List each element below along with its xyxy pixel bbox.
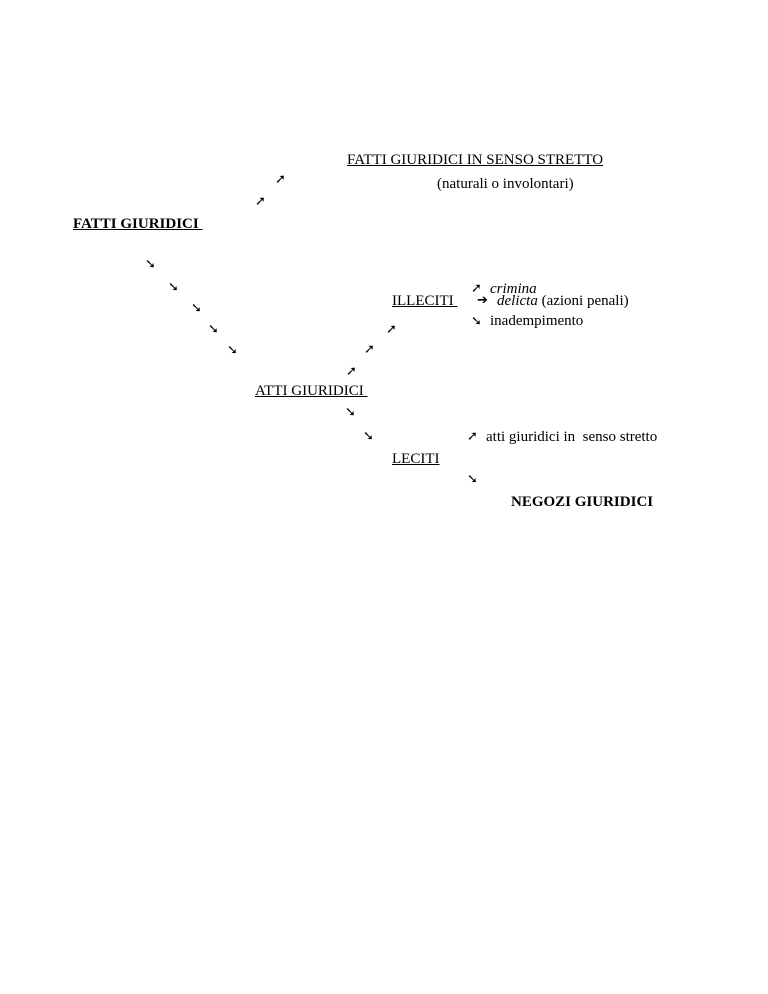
- arrow-down-right-icon: ➘: [471, 314, 482, 329]
- atti-giuridici-heading: ATTI GIURIDICI: [255, 383, 368, 399]
- arrow-up-right-icon: ➚: [467, 429, 478, 444]
- arrow-right-icon: ➔: [477, 293, 488, 308]
- arrow-down-right-icon: ➘: [208, 322, 219, 337]
- arrow-down-right-icon: ➘: [363, 429, 374, 444]
- inadempimento-label: inadempimento: [490, 313, 584, 329]
- arrow-down-right-icon: ➘: [227, 343, 238, 358]
- arrow-up-right-icon: ➚: [364, 342, 375, 357]
- arrow-up-right-icon: ➚: [471, 281, 482, 296]
- fatti-senso-stretto-heading: FATTI GIURIDICI IN SENSO STRETTO: [347, 152, 604, 168]
- fatti-senso-stretto-note: (naturali o involontari): [437, 176, 574, 192]
- illeciti-label: ILLECITI: [392, 293, 458, 309]
- arrow-up-right-icon: ➚: [386, 322, 397, 337]
- arrow-up-right-icon: ➚: [255, 194, 266, 209]
- arrow-up-right-icon: ➚: [346, 364, 357, 379]
- arrow-down-right-icon: ➘: [145, 257, 156, 272]
- fatti-giuridici-heading: FATTI GIURIDICI: [73, 216, 203, 232]
- arrow-down-right-icon: ➘: [168, 280, 179, 295]
- arrow-down-right-icon: ➘: [467, 472, 478, 487]
- leciti-label: LECITI: [392, 451, 440, 467]
- arrow-down-right-icon: ➘: [191, 301, 202, 316]
- negozi-giuridici-label: NEGOZI GIURIDICI: [511, 494, 654, 510]
- arrow-down-right-icon: ➘: [345, 405, 356, 420]
- delicta-label: delicta (azioni penali): [497, 293, 629, 309]
- crimina-label: crimina: [490, 281, 537, 297]
- atti-senso-stretto-label: atti giuridici in senso stretto: [486, 429, 658, 445]
- arrow-up-right-icon: ➚: [275, 172, 286, 187]
